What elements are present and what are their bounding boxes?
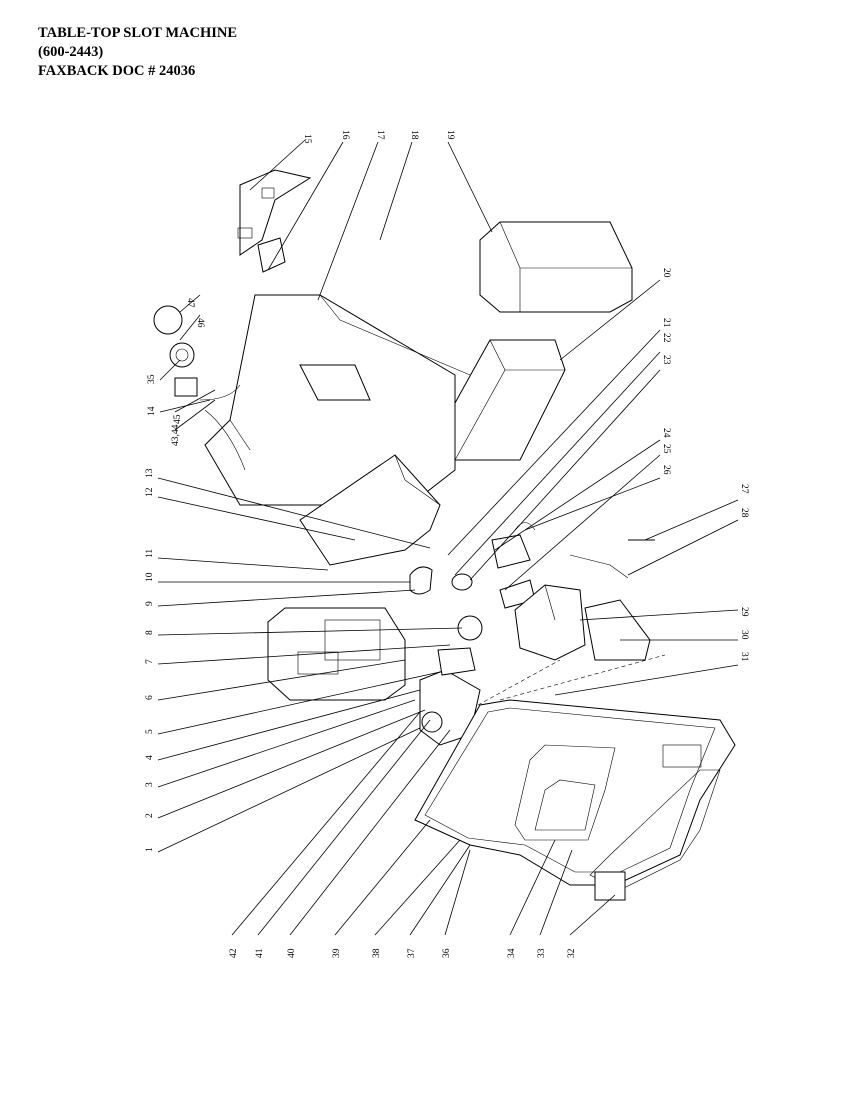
callout-26: 26 (661, 465, 671, 475)
callout-41: 41 (255, 948, 265, 958)
callout-43-44: 43,44 (171, 424, 181, 446)
callout-12: 12 (145, 487, 155, 497)
callout-38: 38 (372, 948, 382, 958)
callout-32: 32 (567, 948, 577, 958)
faxback-doc-number: FAXBACK DOC # 24036 (38, 63, 196, 79)
callout-8: 8 (145, 630, 155, 635)
callout-9: 9 (145, 601, 155, 606)
callout-47: 47 (185, 298, 195, 308)
callout-16: 16 (340, 130, 350, 140)
callout-24: 24 (661, 428, 671, 438)
callout-15: 15 (302, 134, 312, 144)
document-title: TABLE-TOP SLOT MACHINE (38, 25, 238, 41)
callout-18: 18 (409, 130, 419, 140)
callout-42: 42 (229, 948, 239, 958)
callout-10: 10 (145, 572, 155, 582)
callout-11: 11 (145, 549, 155, 558)
callout-30: 30 (739, 630, 749, 640)
callout-46: 46 (195, 318, 205, 328)
callout-33: 33 (537, 948, 547, 958)
callout-13: 13 (145, 468, 155, 478)
callout-5: 5 (145, 729, 155, 734)
callout-35: 35 (147, 374, 157, 384)
callout-28: 28 (739, 508, 749, 518)
callout-6: 6 (145, 695, 155, 700)
callout-7: 7 (145, 659, 155, 664)
callout-22: 22 (661, 333, 671, 343)
part-number: (600-2443) (38, 44, 104, 60)
callout-37: 37 (407, 948, 417, 958)
callout-23: 23 (661, 355, 671, 365)
callout-36: 36 (442, 948, 452, 958)
callout-25: 25 (661, 444, 671, 454)
callout-45: 45 (173, 414, 183, 424)
callout-14: 14 (147, 406, 157, 416)
callout-2: 2 (145, 813, 155, 818)
callout-3: 3 (145, 782, 155, 787)
callout-39: 39 (332, 948, 342, 958)
callout-29: 29 (739, 607, 749, 617)
part-shapes (153, 169, 736, 901)
callout-19: 19 (445, 130, 455, 140)
document-header: TABLE-TOP SLOT MACHINE (600-2443) FAXBAC… (38, 24, 237, 81)
callout-27: 27 (739, 484, 749, 494)
callout-labels: 1 2 3 4 5 6 7 8 9 10 11 12 13 14 15 16 1… (145, 130, 749, 958)
callout-1: 1 (145, 847, 155, 852)
callout-20: 20 (661, 268, 671, 278)
callout-21: 21 (661, 318, 671, 328)
callout-4: 4 (145, 755, 155, 760)
leader-lines (157, 139, 739, 936)
callout-17: 17 (375, 130, 385, 140)
callout-34: 34 (507, 948, 517, 958)
callout-40: 40 (287, 948, 297, 958)
callout-31: 31 (739, 652, 749, 662)
